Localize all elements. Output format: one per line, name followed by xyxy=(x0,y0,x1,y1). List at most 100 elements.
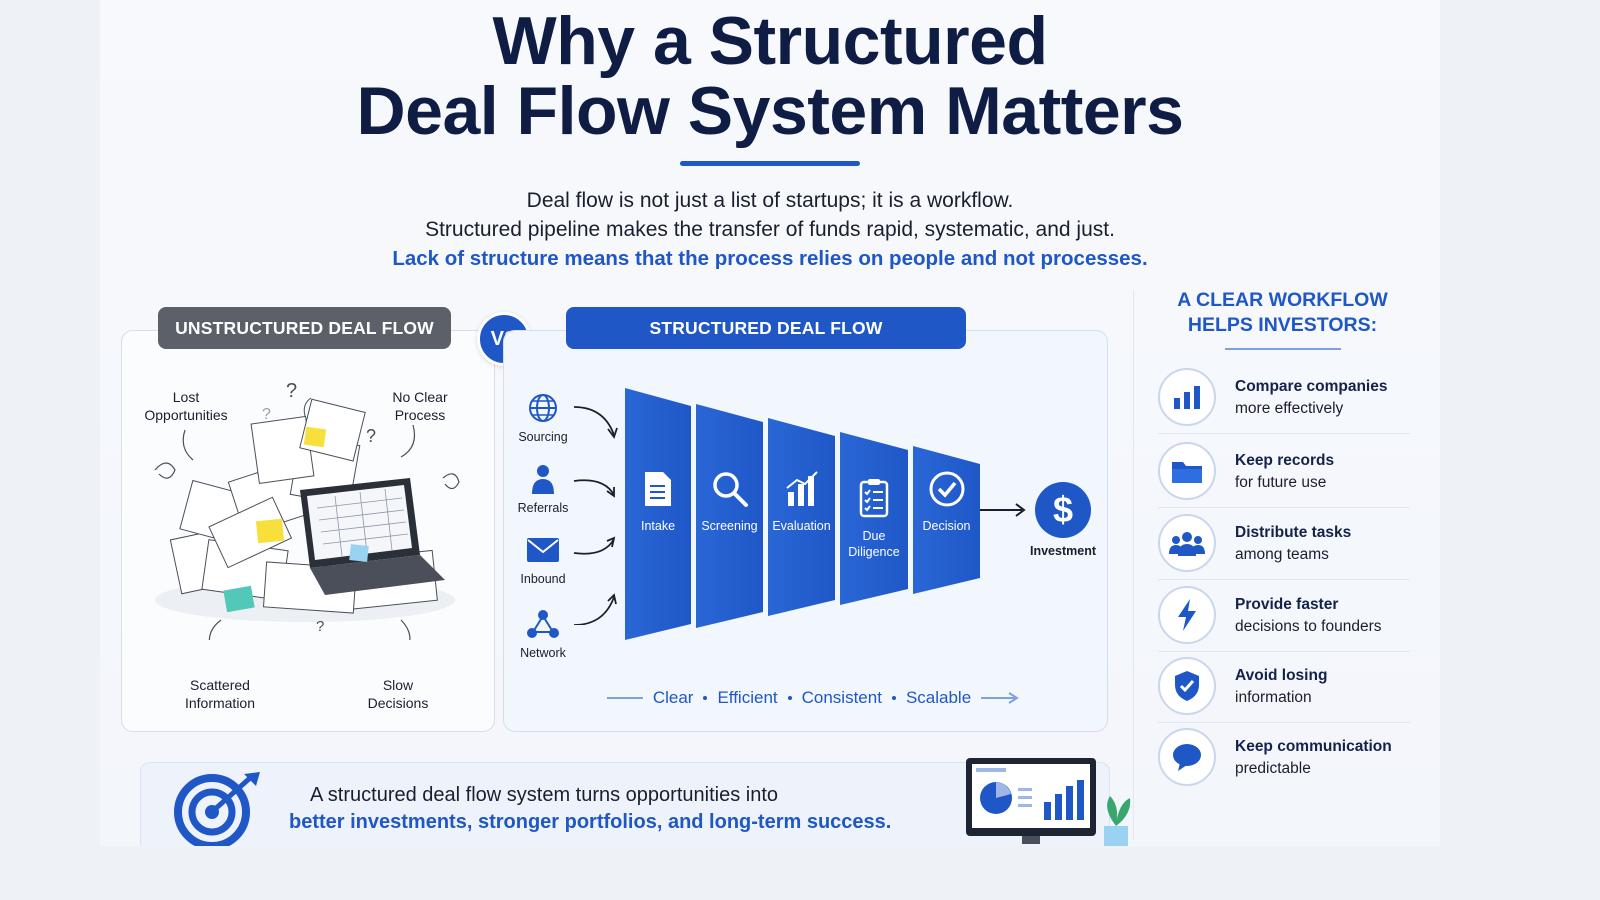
benefit-text: among teams xyxy=(1235,546,1329,563)
question-mark: ? xyxy=(286,380,298,402)
benefit-icon-circle xyxy=(1158,442,1216,500)
stage-decision: Decision xyxy=(913,470,980,534)
unstructured-tag: UNSTRUCTURED DEAL FLOW xyxy=(158,307,451,349)
person-icon xyxy=(532,465,554,494)
monitor-dashboard-icon xyxy=(966,758,1131,846)
benefit-item: Provide faster decisions to founders xyxy=(1158,580,1410,652)
funnel-stages xyxy=(625,388,980,640)
source-arrows xyxy=(573,406,618,625)
benefit-separator xyxy=(1158,507,1410,508)
benefit-icon-circle xyxy=(1158,514,1216,572)
folder-icon xyxy=(1172,462,1202,483)
benefit-text: predictable xyxy=(1235,760,1311,777)
source-label: Sourcing xyxy=(518,430,568,444)
keyword-dot xyxy=(891,696,896,700)
benefit-icon-circle xyxy=(1158,657,1216,715)
benefit-icon-circle xyxy=(1158,586,1216,644)
arrow-right-icon xyxy=(981,692,1020,704)
benefit-text: for future use xyxy=(1235,474,1327,491)
source-label: Inbound xyxy=(520,572,566,586)
subtitle-line-3: Lack of structure means that the process… xyxy=(392,247,1148,270)
source-label: Network xyxy=(520,646,566,660)
document-icon xyxy=(645,472,671,506)
paper-pile-illustration xyxy=(154,397,460,640)
question-mark: ? xyxy=(316,618,325,635)
envelope-icon xyxy=(527,538,559,562)
team-icon xyxy=(1169,532,1205,556)
benefit-bold: Keep records xyxy=(1235,452,1335,469)
arrow-to-investment xyxy=(980,503,1026,517)
laptop-icon xyxy=(300,478,445,595)
source-label: Referrals xyxy=(517,501,569,515)
right-heading: A CLEAR WORKFLOW HELPS INVESTORS: xyxy=(1177,289,1388,336)
source-sourcing: Sourcing xyxy=(503,390,583,444)
check-circle-icon xyxy=(929,471,964,507)
keyword-dot xyxy=(787,696,792,700)
benefit-bold: Avoid losing xyxy=(1235,667,1328,684)
globe-icon xyxy=(529,394,557,422)
label-slow-decisions: Slow Decisions xyxy=(367,677,429,711)
benefit-item: Keep communication predictable xyxy=(1158,722,1408,792)
benefit-bold: Compare companies xyxy=(1235,378,1388,395)
benefit-separator xyxy=(1158,579,1410,580)
benefit-text: decisions to founders xyxy=(1235,618,1382,635)
bar-chart-icon xyxy=(785,471,818,506)
keyword: Clear xyxy=(652,688,694,707)
source-network: Network xyxy=(503,606,583,660)
subtitle-line-1: Deal flow is not just a list of startups… xyxy=(526,189,1014,212)
keyword-dot xyxy=(703,696,708,700)
question-mark: ? xyxy=(262,406,271,423)
stage-intake: Intake xyxy=(625,470,691,534)
right-heading-rule xyxy=(1225,348,1341,350)
benefit-bold: Provide faster xyxy=(1235,596,1339,613)
stage-label: Evaluation xyxy=(772,519,831,533)
shield-check-icon xyxy=(1175,671,1199,701)
benefit-separator xyxy=(1158,722,1410,723)
target-icon xyxy=(174,772,260,846)
banner-line-2: better investments, stronger portfolios,… xyxy=(289,811,892,833)
chat-bubble-icon xyxy=(1173,744,1201,771)
summary-banner xyxy=(140,762,1110,846)
bar-chart-icon xyxy=(1174,386,1200,409)
magnifier-icon xyxy=(712,472,748,507)
checklist-icon xyxy=(859,479,889,518)
dollar-icon: $ xyxy=(1035,482,1091,538)
label-scattered-information: Scattered Information xyxy=(184,677,256,711)
title-line-1: Why a Structured xyxy=(492,3,1048,79)
subtitle-line-2: Structured pipeline makes the transfer o… xyxy=(425,218,1115,241)
benefit-bold: Keep communication xyxy=(1235,738,1392,755)
question-mark: ? xyxy=(366,426,377,446)
stage-label: Screening xyxy=(701,519,758,533)
network-icon xyxy=(527,610,559,638)
title-underline xyxy=(680,161,860,166)
benefit-item: Avoid losing information xyxy=(1158,651,1410,723)
benefit-separator xyxy=(1158,651,1410,652)
investment-label: Investment xyxy=(1030,544,1096,558)
stage-due-diligence: Due Diligence xyxy=(840,478,908,560)
benefit-icon-circle xyxy=(1158,368,1216,426)
structured-tag: STRUCTURED DEAL FLOW xyxy=(566,307,966,349)
keyword: Efficient xyxy=(717,688,778,707)
benefit-separator xyxy=(1158,433,1410,434)
benefit-item: Keep records for future use xyxy=(1158,436,1410,508)
label-lost-opportunities: Lost Opportunities xyxy=(144,389,228,423)
benefit-item: Compare companies more effectively xyxy=(1158,362,1410,434)
keyword: Scalable xyxy=(905,688,972,707)
stage-label: Due Diligence xyxy=(848,529,900,559)
source-inbound: Inbound xyxy=(503,532,583,586)
infographic-canvas: Why a Structured Deal Flow System Matter… xyxy=(100,0,1440,846)
right-column-divider xyxy=(1133,290,1134,840)
keyword-line-left xyxy=(606,697,643,699)
benefit-text: more effectively xyxy=(1235,400,1344,417)
lightning-icon xyxy=(1178,599,1196,631)
benefit-icon-circle xyxy=(1158,728,1216,786)
label-no-clear-process: No Clear Process xyxy=(392,389,448,423)
stage-evaluation: Evaluation xyxy=(768,470,835,534)
keyword: Consistent xyxy=(801,688,882,707)
stage-screening: Screening xyxy=(696,470,763,534)
stage-label: Intake xyxy=(640,519,676,533)
banner-line-1: A structured deal flow system turns oppo… xyxy=(310,784,779,806)
source-referrals: Referrals xyxy=(503,461,583,515)
benefit-text: information xyxy=(1235,689,1312,706)
